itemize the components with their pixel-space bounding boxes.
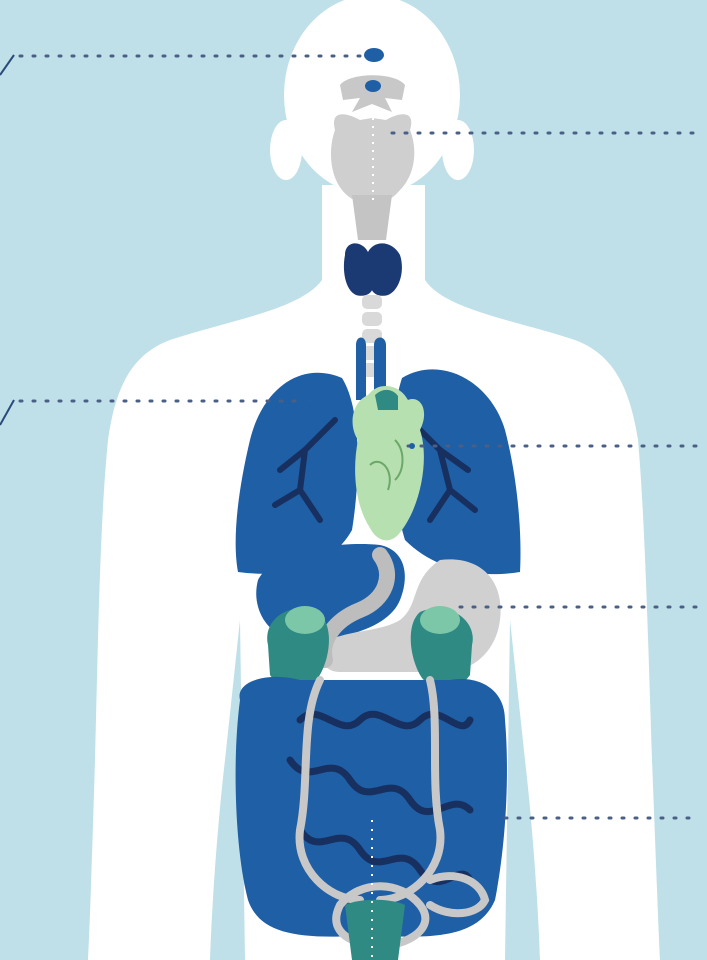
intestines [236, 677, 507, 937]
pineal-gland [364, 48, 384, 62]
bladder [345, 900, 405, 960]
thyroid [344, 243, 402, 295]
